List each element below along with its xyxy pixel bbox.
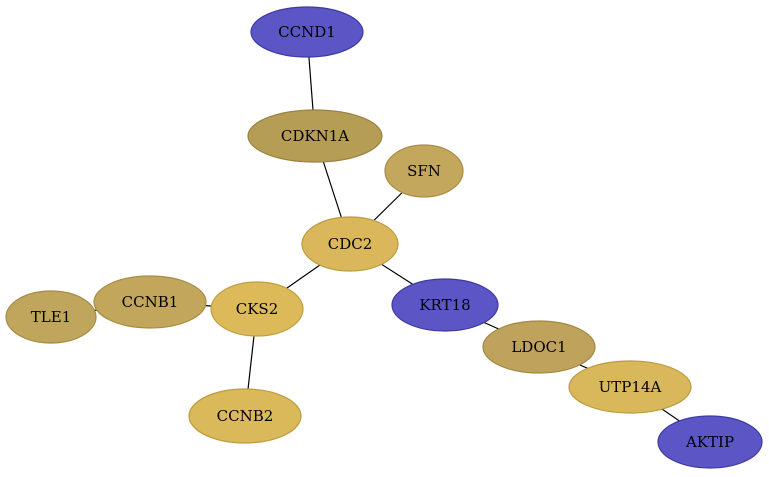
node-label: CCNB2 <box>217 407 274 425</box>
node-cks2[interactable]: CKS2 <box>210 281 304 337</box>
node-krt18[interactable]: KRT18 <box>391 278 499 332</box>
node-label: SFN <box>407 162 441 180</box>
node-utp14a[interactable]: UTP14A <box>568 360 692 414</box>
node-cdkn1a[interactable]: CDKN1A <box>247 109 383 163</box>
node-label: UTP14A <box>599 378 662 396</box>
node-shape <box>391 278 499 332</box>
node-shape <box>188 388 302 444</box>
node-cdc2[interactable]: CDC2 <box>301 216 399 272</box>
node-shape <box>482 320 596 374</box>
node-shape <box>93 275 207 329</box>
node-shape <box>568 360 692 414</box>
node-shape <box>5 290 97 344</box>
node-label: CDKN1A <box>281 127 349 145</box>
node-tle1[interactable]: TLE1 <box>5 290 97 344</box>
node-ccnb1[interactable]: CCNB1 <box>93 275 207 329</box>
node-label: CCND1 <box>278 23 336 41</box>
node-label: CDC2 <box>328 235 373 253</box>
node-ccnb2[interactable]: CCNB2 <box>188 388 302 444</box>
node-shape <box>301 216 399 272</box>
node-shape <box>384 144 464 198</box>
node-shape <box>250 6 364 58</box>
node-ldoc1[interactable]: LDOC1 <box>482 320 596 374</box>
node-label: AKTIP <box>685 433 734 451</box>
node-label: CCNB1 <box>122 293 179 311</box>
node-label: TLE1 <box>31 308 71 326</box>
node-shape <box>247 109 383 163</box>
node-shape <box>657 415 763 469</box>
node-label: LDOC1 <box>511 338 566 356</box>
node-aktip[interactable]: AKTIP <box>657 415 763 469</box>
node-shape <box>210 281 304 337</box>
node-label: KRT18 <box>419 296 470 314</box>
node-sfn[interactable]: SFN <box>384 144 464 198</box>
node-ccnd1[interactable]: CCND1 <box>250 6 364 58</box>
node-label: CKS2 <box>236 300 279 318</box>
